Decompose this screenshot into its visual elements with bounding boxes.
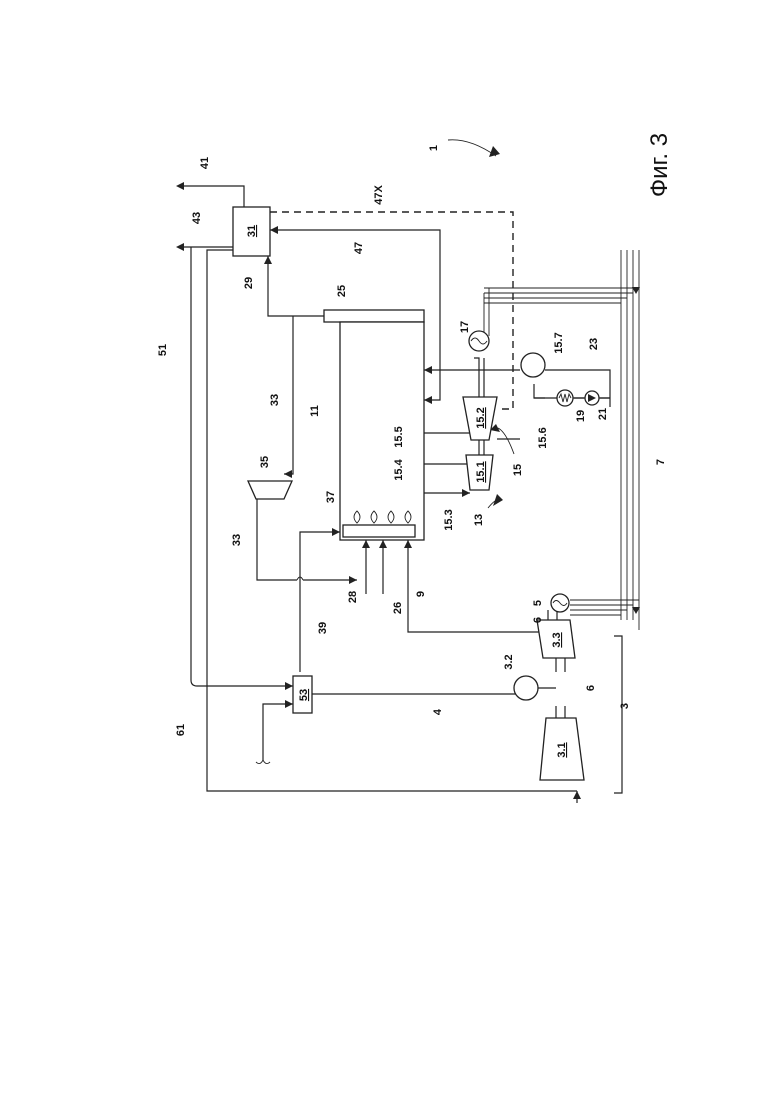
label-component-3-3: 3.3 <box>551 632 563 647</box>
label-6-upper: 6 <box>532 617 544 623</box>
label-9: 9 <box>415 591 427 597</box>
label-3-2: 3.2 <box>503 654 515 669</box>
label-47x: 47X <box>373 185 385 205</box>
pointer-1 <box>448 140 496 156</box>
label-25: 25 <box>336 285 348 297</box>
outlet-25 <box>324 310 424 322</box>
label-13: 13 <box>473 514 485 526</box>
label-component-3-1: 3.1 <box>556 742 568 757</box>
label-7: 7 <box>655 459 667 465</box>
label-33-upper: 33 <box>269 394 281 406</box>
label-33-lower: 33 <box>231 534 243 546</box>
label-6-lower: 6 <box>585 685 597 691</box>
label-41: 41 <box>199 157 211 169</box>
label-component-15-1: 15.1 <box>475 461 487 482</box>
label-component-15-2: 15.2 <box>475 407 487 428</box>
label-15: 15 <box>512 464 524 476</box>
label-15-4: 15.4 <box>393 458 405 480</box>
label-15-5: 15.5 <box>393 426 405 447</box>
label-35: 35 <box>259 456 271 468</box>
label-37: 37 <box>325 491 337 503</box>
figure-caption: Фиг. 3 <box>646 133 673 197</box>
label-51: 51 <box>157 344 169 356</box>
label-5: 5 <box>532 600 544 606</box>
label-component-53: 53 <box>298 689 310 701</box>
compressor-35 <box>248 481 292 499</box>
pump-15-7-icon <box>521 353 545 377</box>
label-19: 19 <box>575 410 587 422</box>
label-4: 4 <box>432 708 444 715</box>
label-29: 29 <box>243 277 255 289</box>
label-43: 43 <box>191 212 203 224</box>
label-15-7: 15.7 <box>553 332 565 353</box>
label-15-6: 15.6 <box>537 427 549 448</box>
label-26: 26 <box>392 602 404 614</box>
combustor-3-2-icon <box>514 676 538 700</box>
label-1: 1 <box>428 145 440 151</box>
label-23: 23 <box>588 338 600 350</box>
label-11: 11 <box>309 405 321 417</box>
label-15-3: 15.3 <box>443 509 455 530</box>
label-28: 28 <box>347 591 359 603</box>
label-61: 61 <box>175 724 187 736</box>
label-47: 47 <box>353 242 365 254</box>
electrical-grid-7 <box>484 250 639 630</box>
label-39: 39 <box>317 622 329 634</box>
burner-37 <box>343 525 415 537</box>
label-17: 17 <box>459 321 471 333</box>
reactor-11 <box>340 322 424 540</box>
label-3: 3 <box>619 703 631 709</box>
label-component-31: 31 <box>246 225 258 237</box>
label-21: 21 <box>597 408 609 420</box>
pointer-15 <box>498 428 514 454</box>
